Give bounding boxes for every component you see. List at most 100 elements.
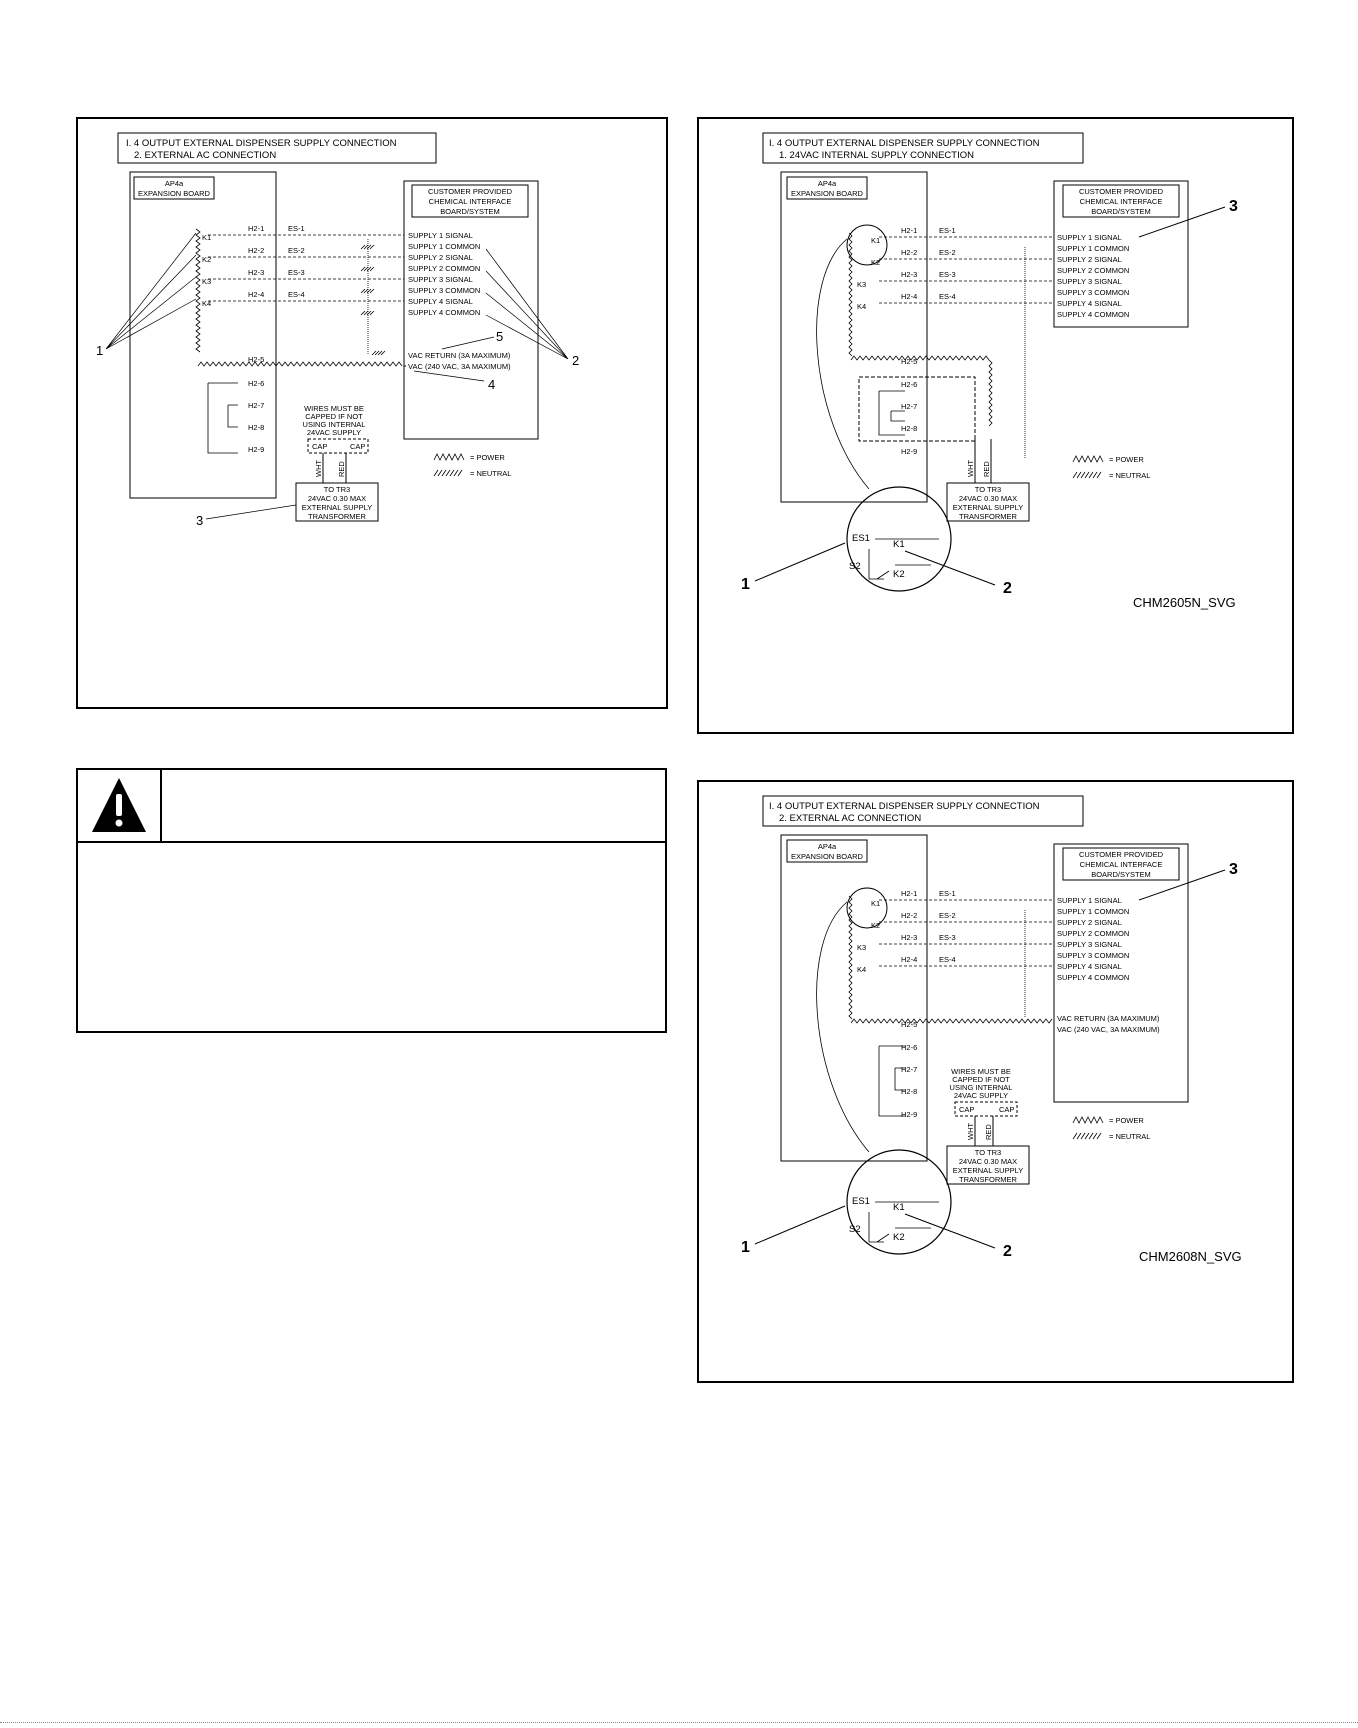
callout-2: 2 bbox=[1003, 1243, 1012, 1260]
supply-label: SUPPLY 2 SIGNAL bbox=[1057, 255, 1122, 264]
diagram-panel-external-ac: I. 4 OUTPUT EXTERNAL DISPENSER SUPPLY CO… bbox=[76, 117, 668, 709]
wires-note-line3: USING INTERNAL bbox=[950, 1083, 1013, 1092]
supply-label: SUPPLY 3 SIGNAL bbox=[408, 275, 473, 284]
relay-rows: K1 K2 K3 K4 H2-1 H2-2 H2-3 H2-4 H2-5 H2-… bbox=[202, 224, 406, 454]
h2-label: H2-3 bbox=[901, 933, 917, 942]
relay-label: K1 bbox=[202, 233, 211, 242]
board-label-line1: AP4a bbox=[818, 179, 837, 188]
h2-label: H2-7 bbox=[901, 402, 917, 411]
diagram-title-line2: 1. 24VAC INTERNAL SUPPLY CONNECTION bbox=[779, 150, 974, 161]
es-label: ES-4 bbox=[288, 290, 305, 299]
wires-note-line2: CAPPED IF NOT bbox=[305, 412, 363, 421]
customer-label-line1: CUSTOMER PROVIDED bbox=[428, 187, 513, 196]
diagram-title-line1: I. 4 OUTPUT EXTERNAL DISPENSER SUPPLY CO… bbox=[126, 138, 397, 149]
h2-label: H2-8 bbox=[901, 1087, 917, 1096]
wiring-diagram: I. 4 OUTPUT EXTERNAL DISPENSER SUPPLY CO… bbox=[741, 795, 1242, 1264]
h2-label: H2-8 bbox=[901, 424, 917, 433]
red-label: RED bbox=[337, 461, 346, 477]
supply-label: SUPPLY 4 COMMON bbox=[1057, 310, 1129, 319]
supply-label: SUPPLY 4 COMMON bbox=[408, 308, 480, 317]
es-label: ES-3 bbox=[939, 933, 956, 942]
h2-label: H2-9 bbox=[248, 445, 264, 454]
h2-label: H2-3 bbox=[901, 270, 917, 279]
page-bottom-rule bbox=[0, 1722, 1358, 1725]
h2-label: H2-5 bbox=[248, 355, 264, 364]
h2-label: H2-9 bbox=[901, 1110, 917, 1119]
transformer-line3: EXTERNAL SUPPLY bbox=[953, 1166, 1023, 1175]
transformer-line4: TRANSFORMER bbox=[308, 512, 367, 521]
h2-label: H2-4 bbox=[901, 292, 917, 301]
callout-3: 3 bbox=[1229, 198, 1238, 215]
wires-note-line4: 24VAC SUPPLY bbox=[307, 428, 361, 437]
relay-label: K2 bbox=[202, 255, 211, 264]
supply-label: SUPPLY 4 SIGNAL bbox=[1057, 962, 1122, 971]
legend-neutral-label: = NEUTRAL bbox=[470, 469, 511, 478]
legend-power-label: = POWER bbox=[1109, 455, 1144, 464]
customer-label-line1: CUSTOMER PROVIDED bbox=[1079, 187, 1164, 196]
h2-label: H2-5 bbox=[901, 1020, 917, 1029]
diagram-title-line2: 2. EXTERNAL AC CONNECTION bbox=[779, 813, 921, 824]
detail-magnifier bbox=[846, 1149, 952, 1255]
diagram-title-line2: 2. EXTERNAL AC CONNECTION bbox=[134, 150, 276, 161]
warning-triangle-icon bbox=[78, 770, 162, 841]
callout-1: 1 bbox=[741, 1239, 750, 1256]
supply-label: SUPPLY 2 SIGNAL bbox=[1057, 918, 1122, 927]
detail-k1-label: K1 bbox=[893, 539, 905, 550]
es-label: ES-2 bbox=[939, 248, 956, 257]
supply-label: SUPPLY 2 COMMON bbox=[408, 264, 480, 273]
h2-label: H2-1 bbox=[901, 226, 917, 235]
detail-es1-label: ES1 bbox=[852, 533, 870, 544]
wiring-diagram: I. 4 OUTPUT EXTERNAL DISPENSER SUPPLY CO… bbox=[741, 132, 1238, 610]
cap-label: CAP bbox=[312, 442, 327, 451]
es-label: ES-3 bbox=[288, 268, 305, 277]
customer-label-line2: CHEMICAL INTERFACE bbox=[1080, 860, 1163, 869]
vac-supply-label: VAC (240 VAC, 3A MAXIMUM) bbox=[1057, 1025, 1160, 1034]
diagram-title-line1: I. 4 OUTPUT EXTERNAL DISPENSER SUPPLY CO… bbox=[769, 138, 1040, 149]
figure-id: CHM2608N_SVG bbox=[1139, 1249, 1242, 1264]
wires-note-line3: USING INTERNAL bbox=[303, 420, 366, 429]
diagram-panel-external-ac-detail: I. 4 OUTPUT EXTERNAL DISPENSER SUPPLY CO… bbox=[697, 780, 1294, 1383]
supply-label: SUPPLY 4 SIGNAL bbox=[1057, 299, 1122, 308]
h2-label: H2-9 bbox=[901, 447, 917, 456]
callout-1: 1 bbox=[741, 576, 750, 593]
transformer-line1: TO TR3 bbox=[975, 485, 1001, 494]
relay-label: K3 bbox=[202, 277, 211, 286]
warning-box bbox=[76, 768, 667, 1033]
supply-label: SUPPLY 3 COMMON bbox=[408, 286, 480, 295]
red-label: RED bbox=[982, 461, 991, 477]
supply-label: SUPPLY 2 SIGNAL bbox=[408, 253, 473, 262]
h2-label: H2-2 bbox=[248, 246, 264, 255]
es-label: ES-2 bbox=[288, 246, 305, 255]
detail-k1-label: K1 bbox=[893, 1202, 905, 1213]
h2-label: H2-5 bbox=[901, 357, 917, 366]
es-label: ES-2 bbox=[939, 911, 956, 920]
callout-5: 5 bbox=[496, 329, 503, 344]
supply-label: SUPPLY 1 COMMON bbox=[408, 242, 480, 251]
transformer-line1: TO TR3 bbox=[324, 485, 350, 494]
customer-label-line3: BOARD/SYSTEM bbox=[1091, 207, 1151, 216]
es-label: ES-4 bbox=[939, 955, 956, 964]
legend-neutral-label: = NEUTRAL bbox=[1109, 471, 1150, 480]
customer-label-line2: CHEMICAL INTERFACE bbox=[429, 197, 512, 206]
detail-k2-label: K2 bbox=[893, 569, 905, 580]
detail-s2-label: S2 bbox=[849, 1224, 861, 1235]
wires-note-line1: WIRES MUST BE bbox=[304, 404, 364, 413]
detail-s2-label: S2 bbox=[849, 561, 861, 572]
relay-label: K3 bbox=[857, 280, 866, 289]
transformer-line2: 24VAC 0.30 MAX bbox=[959, 1157, 1017, 1166]
supply-label: SUPPLY 1 SIGNAL bbox=[408, 231, 473, 240]
h2-label: H2-6 bbox=[901, 380, 917, 389]
supply-label: SUPPLY 1 SIGNAL bbox=[1057, 896, 1122, 905]
relay-label: K4 bbox=[202, 299, 211, 308]
supply-label: SUPPLY 3 COMMON bbox=[1057, 951, 1129, 960]
relay-label: K2 bbox=[871, 921, 880, 930]
relay-label: K2 bbox=[871, 258, 880, 267]
relay-label: K3 bbox=[857, 943, 866, 952]
supply-label: SUPPLY 3 SIGNAL bbox=[1057, 277, 1122, 286]
h2-label: H2-1 bbox=[248, 224, 264, 233]
supply-label: SUPPLY 3 SIGNAL bbox=[1057, 940, 1122, 949]
transformer-line1: TO TR3 bbox=[975, 1148, 1001, 1157]
transformer-line4: TRANSFORMER bbox=[959, 1175, 1018, 1184]
es-label: ES-4 bbox=[939, 292, 956, 301]
callout-1: 1 bbox=[96, 343, 103, 358]
